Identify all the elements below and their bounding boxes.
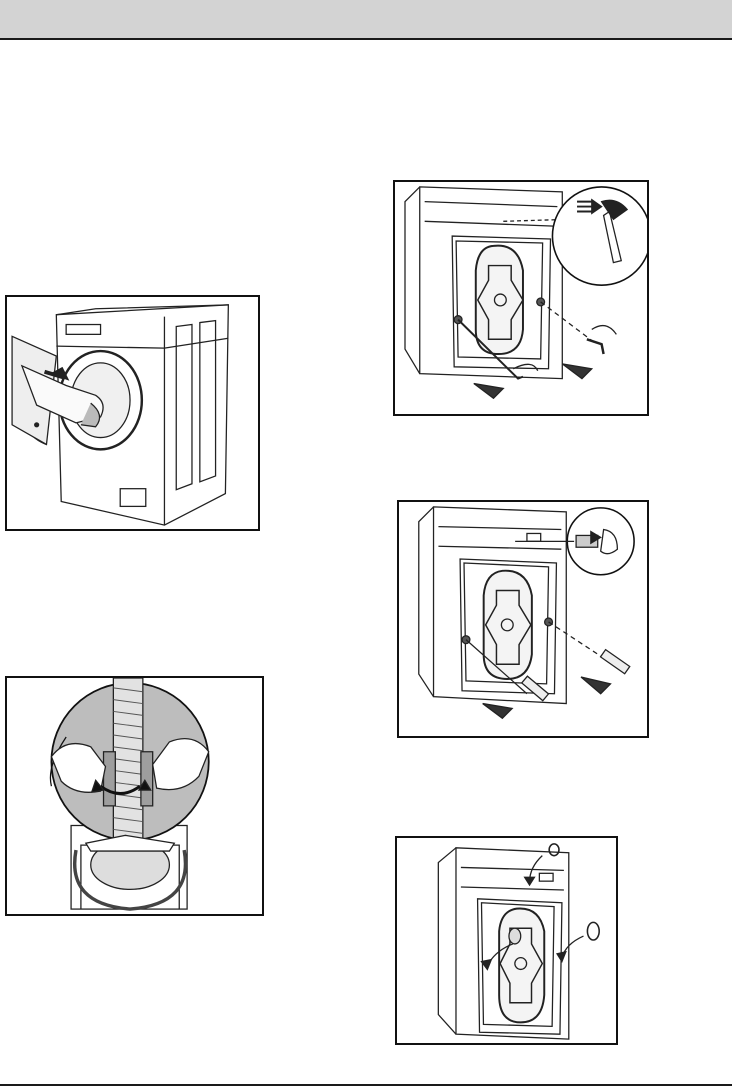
open-door-remove-packaging-illustration [7, 297, 258, 529]
figure-hole-caps [395, 836, 618, 1045]
figure-drain-hose [5, 676, 264, 916]
header-bar [0, 0, 732, 40]
unscrew-transit-bolts-illustration [395, 182, 647, 414]
figure-plastic-spacers [397, 500, 649, 738]
remove-plastic-spacers-illustration [399, 502, 647, 736]
unclip-drain-hose-illustration [7, 678, 262, 914]
figure-transit-bolts [393, 180, 649, 416]
footer-rule [0, 1084, 732, 1086]
insert-hole-caps-illustration [397, 838, 616, 1043]
figure-open-door [5, 295, 260, 531]
